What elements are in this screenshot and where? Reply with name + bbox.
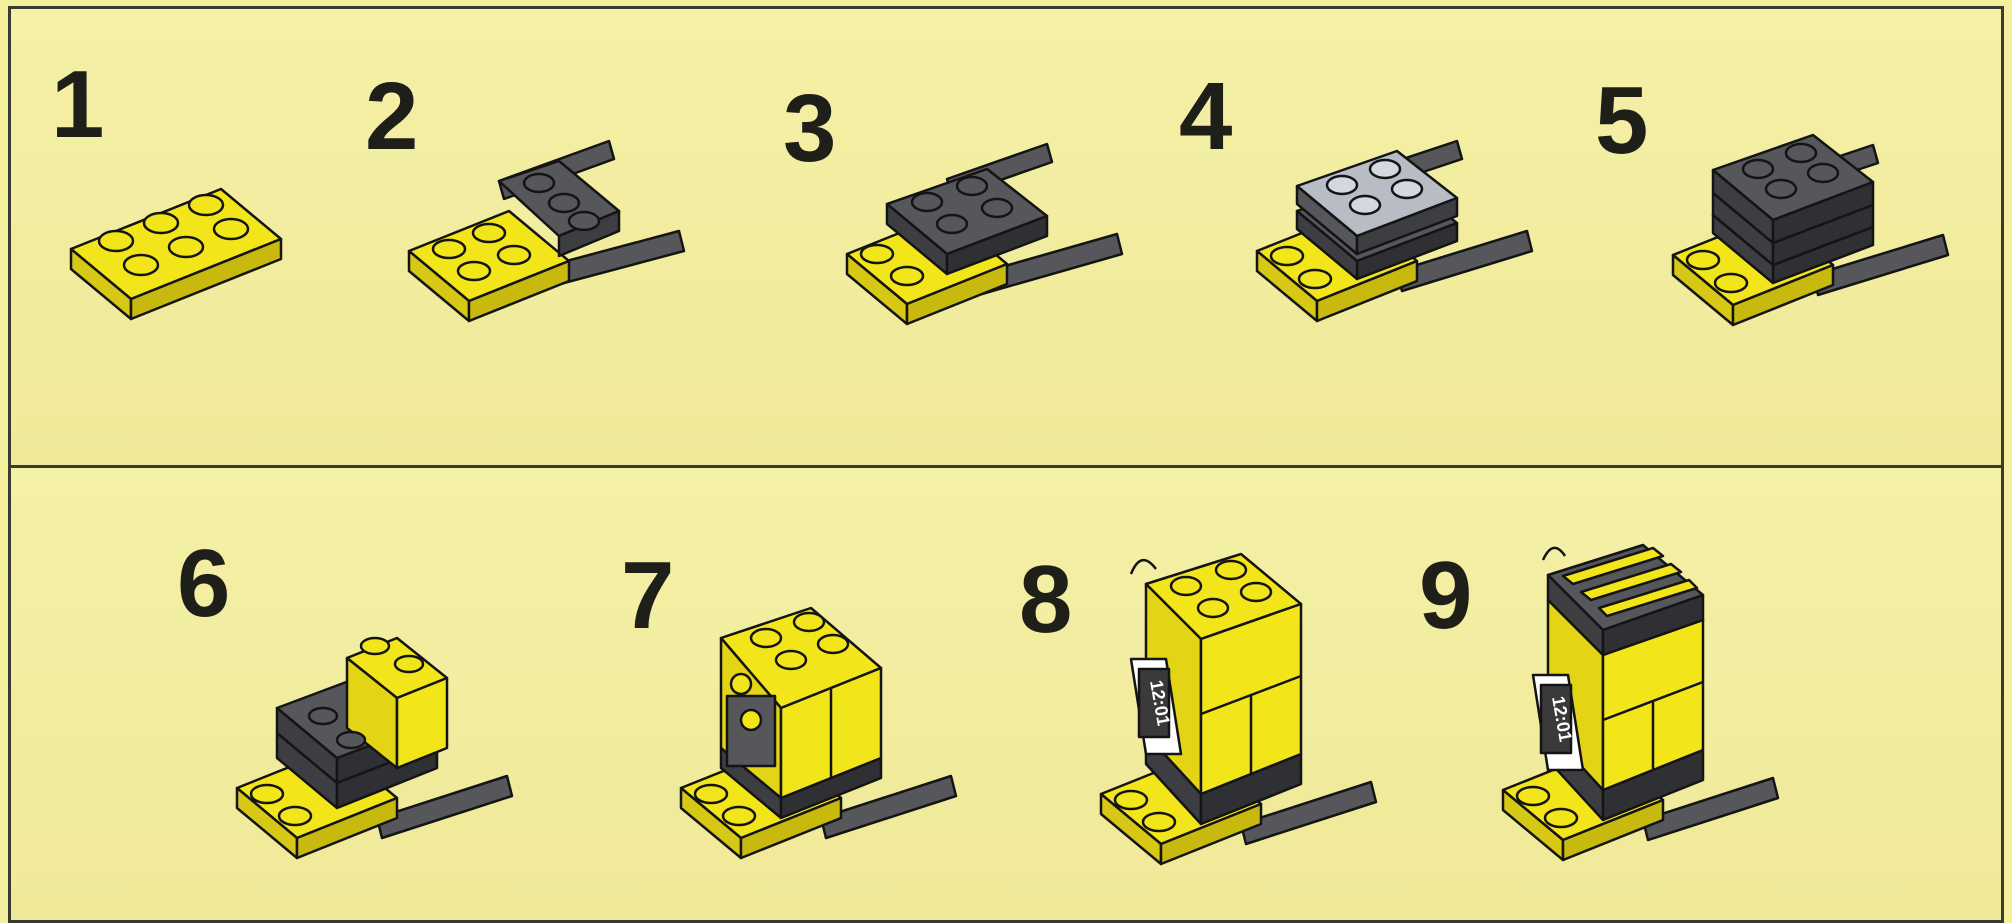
step-number-8: 8 xyxy=(1019,552,1070,648)
step-4-figure xyxy=(1247,141,1547,331)
step-3-figure xyxy=(837,144,1137,334)
step-1-figure xyxy=(61,179,301,329)
step-5-figure xyxy=(1663,135,1963,335)
step-number-6: 6 xyxy=(177,536,228,632)
step-number-1: 1 xyxy=(51,57,102,153)
steps-panel-top: 1 2 3 4 5 xyxy=(8,6,2004,468)
step-number-9: 9 xyxy=(1419,548,1470,644)
step-9-figure: 12:01 xyxy=(1493,540,1793,870)
step-number-5: 5 xyxy=(1595,73,1646,169)
instruction-sheet: 1 2 3 4 5 xyxy=(8,6,2004,916)
step-number-7: 7 xyxy=(621,548,672,644)
step-2-figure xyxy=(399,141,699,331)
step-number-4: 4 xyxy=(1179,69,1230,165)
step-number-3: 3 xyxy=(783,81,834,177)
steps-panel-bottom: 6 7 8 9 xyxy=(8,465,2004,923)
step-7-figure xyxy=(671,598,971,868)
step-6-figure xyxy=(227,598,527,868)
step-8-figure: 12:01 xyxy=(1091,544,1391,874)
